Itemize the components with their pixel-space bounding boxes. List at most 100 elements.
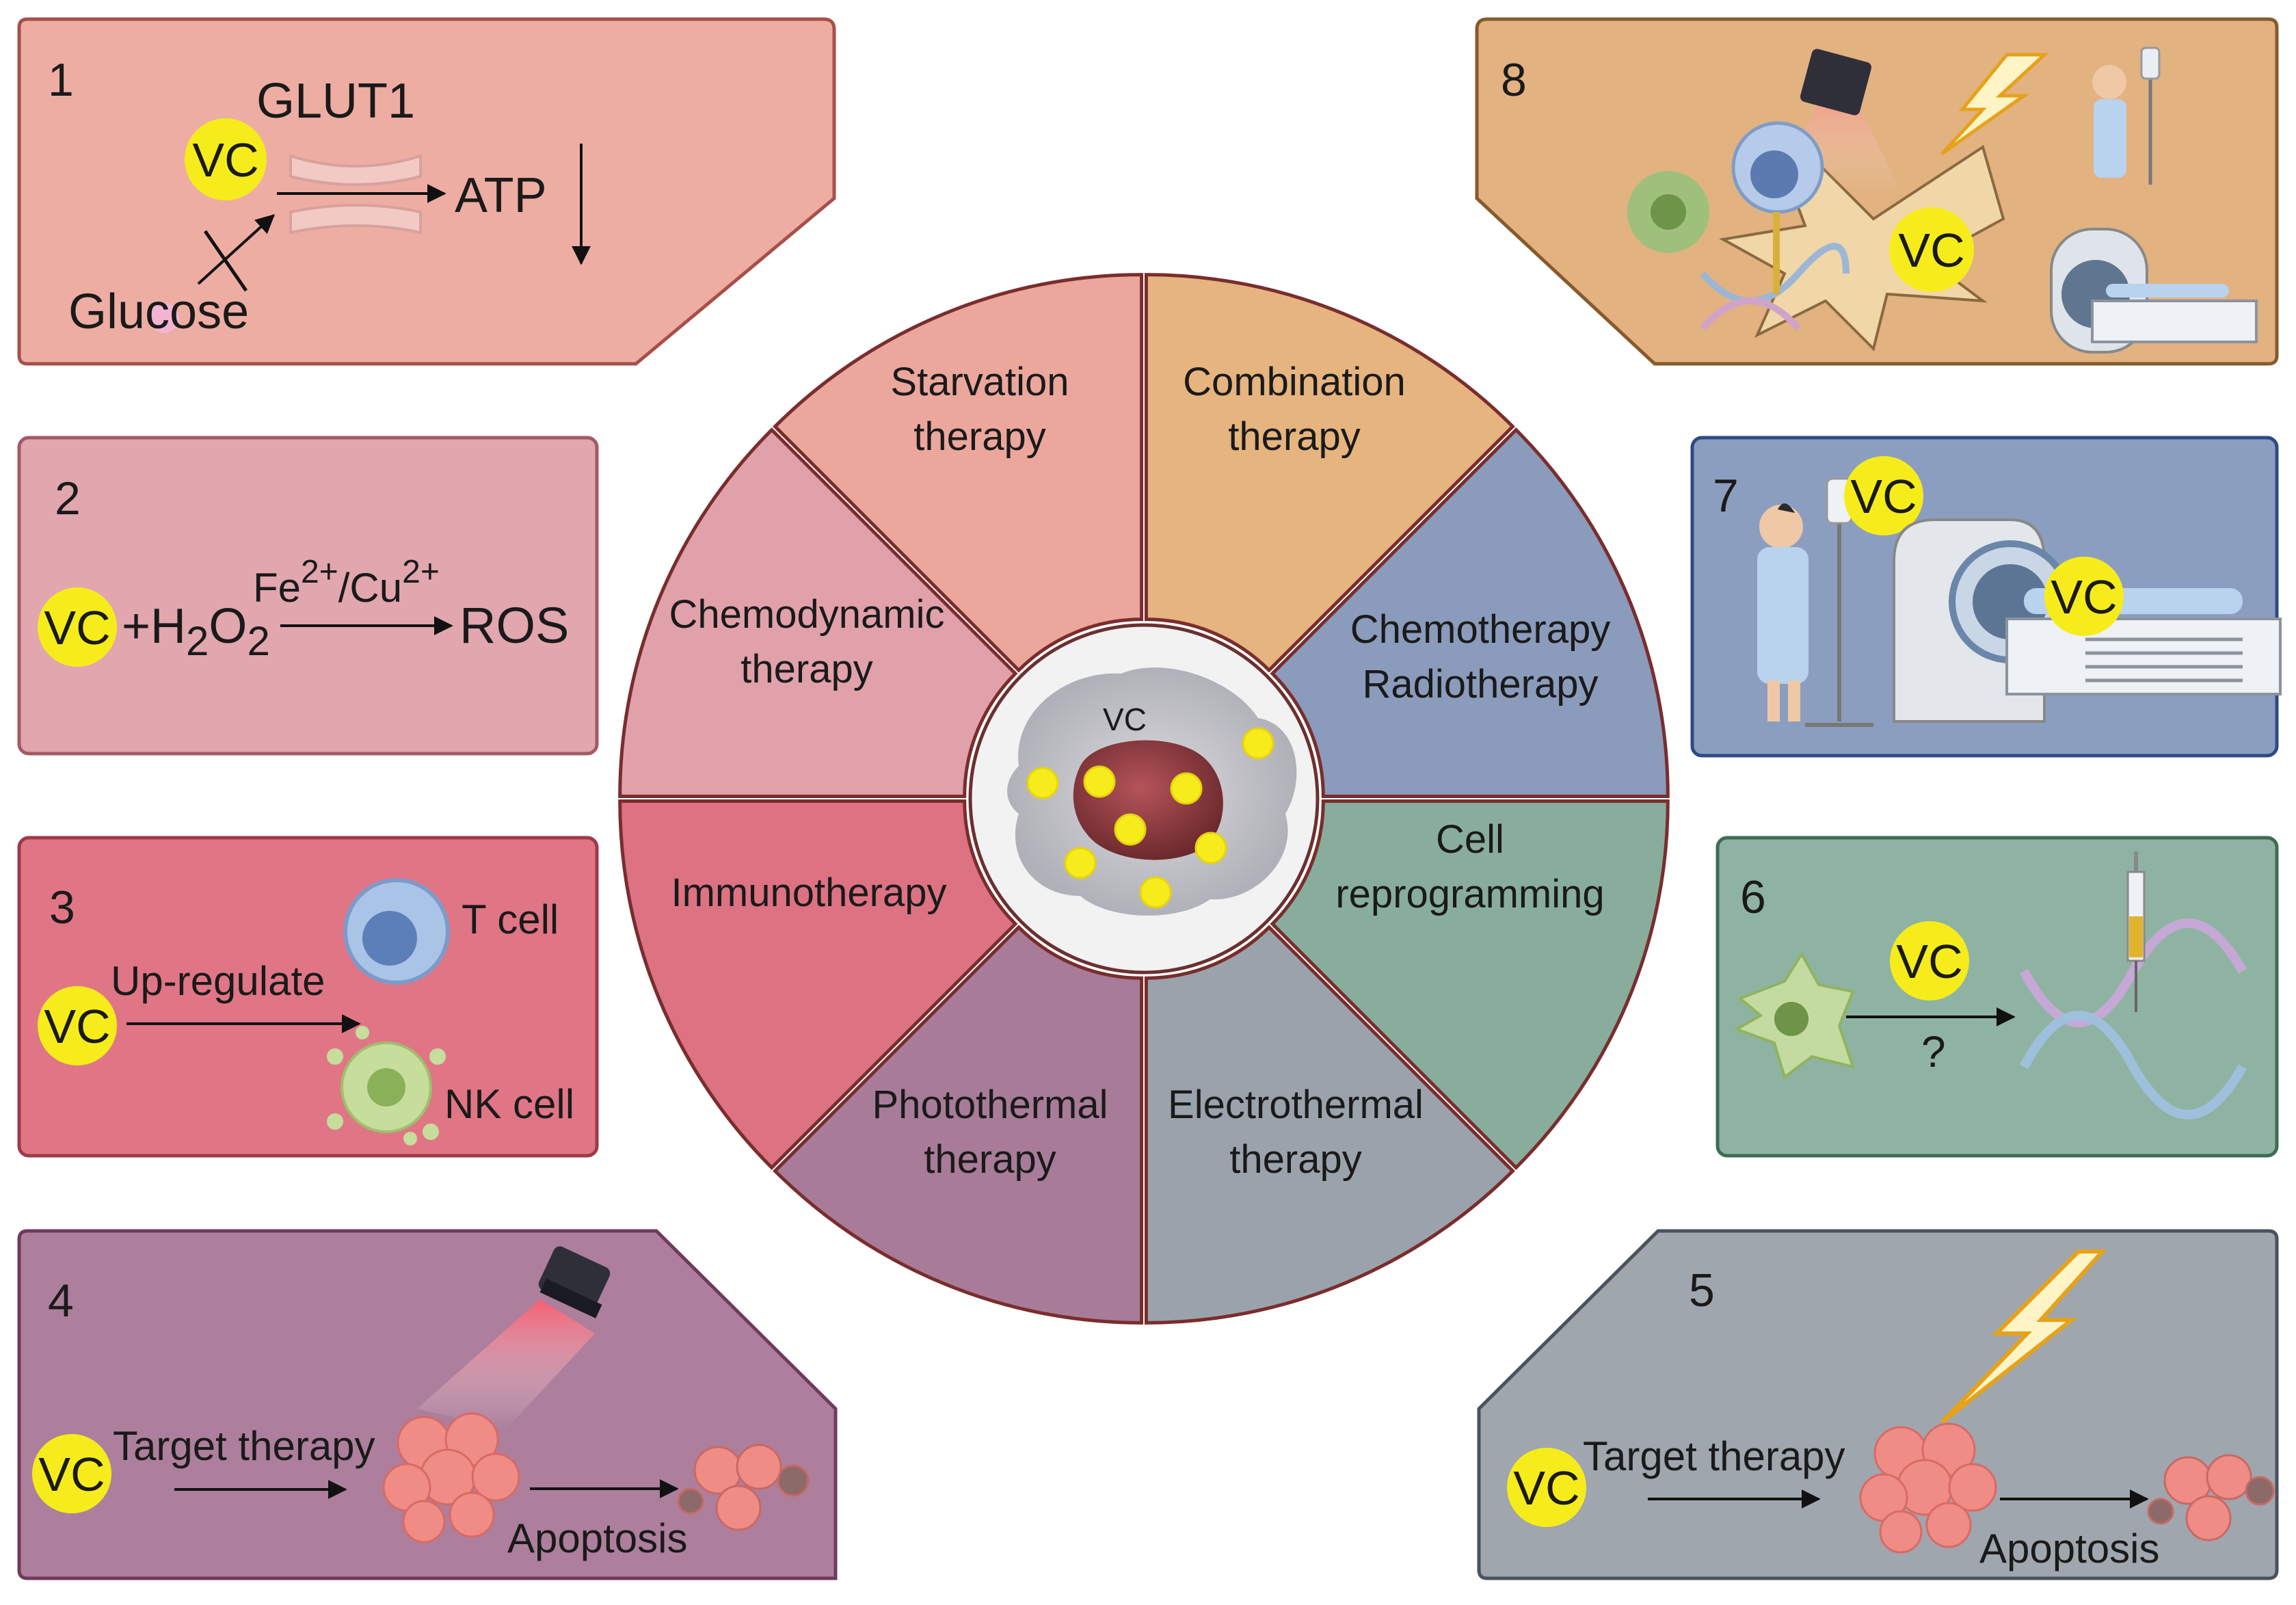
vc-circle [2044, 557, 2124, 636]
segment-label: Radiotherapy [1363, 662, 1599, 706]
apoptotic-cells-icon [677, 1444, 810, 1531]
vc-label: VC [2051, 570, 2117, 624]
wheel-segment [1144, 273, 1515, 673]
glut1-transporter-icon [289, 204, 422, 235]
patient-iv-icon [1757, 477, 1873, 727]
target-therapy-label: Target therapy [1583, 1433, 1845, 1479]
segment-label: Combination [1183, 360, 1406, 404]
vc-circle [1889, 207, 1974, 292]
segment-label: Chemotherapy [1350, 607, 1610, 652]
panel-7-number: 7 [1713, 470, 1739, 522]
segment-label: therapy [913, 414, 1045, 459]
wheel-segment [1144, 925, 1515, 1325]
panel-8: 8 VC [1475, 17, 2279, 366]
tumor-cluster-icon [1859, 1422, 1997, 1554]
glucose-molecule-icon [149, 303, 179, 333]
center-cell: VC [968, 623, 1320, 974]
vc-circle [1890, 921, 1969, 1000]
ros-label: ROS [459, 597, 569, 654]
block-cross-icon [203, 230, 248, 292]
panel-1: 1 GLUT1 ATP Glucose VC [17, 17, 836, 366]
apoptotic-cells-icon [2147, 1454, 2275, 1541]
glucose-label: Glucose [68, 284, 249, 339]
panel-2-number: 2 [55, 473, 81, 525]
immune-cell-icon [1731, 121, 1824, 214]
mri-scanner-icon [1893, 518, 2282, 723]
vc-circle [38, 986, 117, 1065]
wheel-segment [618, 427, 1018, 799]
wheel-segment [1270, 427, 1670, 799]
segment-label: therapy [1228, 414, 1360, 459]
nk-cell-label: NK cell [444, 1081, 574, 1127]
panel-2: 2 VC +H2O2 Fe2+/Cu2+ ROS [17, 436, 599, 756]
atp-label: ATP [455, 168, 547, 223]
panel-8-number: 8 [1501, 54, 1527, 106]
target-therapy-label: Target therapy [113, 1423, 375, 1469]
segment-label: reprogramming [1335, 872, 1604, 916]
nk-cell-icon [1627, 171, 1709, 253]
panel-3: 3 VC Up-regulate T cell NK cell [17, 836, 599, 1158]
t-cell-label: T cell [462, 897, 559, 942]
panel-4: 4 VC Target therapy Apoptosis [17, 1229, 838, 1580]
segment-label: Immunotherapy [671, 871, 947, 915]
panel-1-bg [17, 17, 836, 366]
panel-6: 6 VC ? [1716, 836, 2279, 1158]
vc-label: VC [1898, 224, 1964, 277]
segment-label: Chemodynamic [669, 592, 945, 637]
segment-label: therapy [740, 647, 872, 691]
panel-3-number: 3 [49, 881, 75, 933]
wheel-segment [1270, 799, 1670, 1170]
wheel-segment [618, 799, 1018, 1170]
panel-2-bg [17, 436, 599, 756]
vc-label: VC [1896, 935, 1962, 988]
cell-icon [1733, 951, 1856, 1080]
catalyst-label: Fe2+/Cu2+ [253, 554, 440, 611]
nucleus-icon [1073, 740, 1223, 860]
glucose-arrow [197, 214, 276, 285]
panel-1-number: 1 [48, 54, 74, 106]
glut1-label: GLUT1 [256, 74, 415, 129]
mri-scanner-icon [2050, 228, 2258, 354]
laser-lamp-icon [538, 1246, 611, 1318]
vc-label: VC [1850, 470, 1917, 523]
tumor-cluster-icon [382, 1412, 520, 1543]
panel-6-number: 6 [1740, 871, 1766, 923]
laser-lamp-icon [1800, 49, 1872, 116]
wheel-segment [773, 273, 1144, 673]
h2o2-label: +H2O2 [122, 599, 270, 664]
dna-icon [1700, 243, 1850, 331]
syringe-icon [2126, 851, 2146, 1012]
panel-5-number: 5 [1689, 1264, 1715, 1316]
vc-circle [38, 587, 117, 667]
center-vc-label: VC [1103, 702, 1147, 737]
nk-cell-icon [327, 1026, 446, 1145]
apoptosis-label: Apoptosis [507, 1515, 688, 1561]
panel-7: 7 VC VC [1690, 436, 2282, 758]
vc-label: VC [44, 1000, 110, 1053]
wheel-segment [773, 925, 1144, 1325]
vc-dots [1026, 727, 1274, 909]
segment-label: Photothermal [872, 1083, 1108, 1127]
segment-label: Electrothermal [1168, 1083, 1424, 1127]
upregulate-label: Up-regulate [111, 958, 325, 1004]
light-beam [417, 1299, 595, 1429]
patient-iv-icon [2092, 47, 2161, 185]
vc-circle [185, 118, 267, 200]
dna-icon [2019, 918, 2247, 1119]
vc-label: VC [44, 601, 110, 654]
glut1-transporter-icon [289, 154, 422, 186]
vc-label: VC [1513, 1461, 1579, 1515]
question-mark: ? [1921, 1027, 1946, 1076]
t-cell-nucleus [362, 911, 417, 966]
panel-5: 5 VC Target therapy Apoptosis [1477, 1229, 2279, 1580]
segment-label: Cell [1436, 817, 1504, 862]
vc-circle [32, 1434, 111, 1513]
vc-circle [1507, 1448, 1586, 1527]
segment-label: therapy [1229, 1137, 1361, 1182]
panel-3-bg [17, 836, 599, 1158]
lightning-icon [1940, 1249, 2107, 1424]
vc-label: VC [192, 133, 258, 187]
apoptosis-label: Apoptosis [1979, 1526, 2160, 1571]
therapy-wheel: StarvationtherapyCombinationtherapyChemo… [618, 273, 1670, 1325]
